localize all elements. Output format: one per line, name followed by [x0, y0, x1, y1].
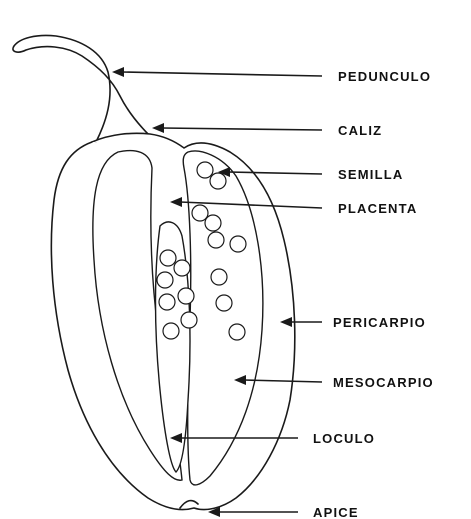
seed — [216, 295, 232, 311]
label-pedunculo: PEDUNCULO — [338, 69, 431, 84]
seed — [181, 312, 197, 328]
pedunculo-pointer — [112, 67, 322, 77]
seed — [230, 236, 246, 252]
label-placenta: PLACENTA — [338, 201, 417, 216]
label-loculo: LOCULO — [313, 431, 375, 446]
seed — [174, 260, 190, 276]
seed — [157, 272, 173, 288]
label-apice: APICE — [313, 505, 359, 519]
seed — [210, 173, 226, 189]
seed — [208, 232, 224, 248]
apice-pointer — [208, 507, 298, 517]
seed — [211, 269, 227, 285]
seed — [178, 288, 194, 304]
seed — [229, 324, 245, 340]
seed — [197, 162, 213, 178]
seed — [205, 215, 221, 231]
caliz-pointer — [152, 123, 322, 133]
peduncle-stem — [13, 35, 150, 142]
label-pericarpio: PERICARPIO — [333, 315, 426, 330]
seed — [163, 323, 179, 339]
label-mesocarpio: MESOCARPIO — [333, 375, 434, 390]
seed — [159, 294, 175, 310]
label-caliz: CALIZ — [338, 123, 382, 138]
seed — [160, 250, 176, 266]
seed — [192, 205, 208, 221]
label-semilla: SEMILLA — [338, 167, 403, 182]
